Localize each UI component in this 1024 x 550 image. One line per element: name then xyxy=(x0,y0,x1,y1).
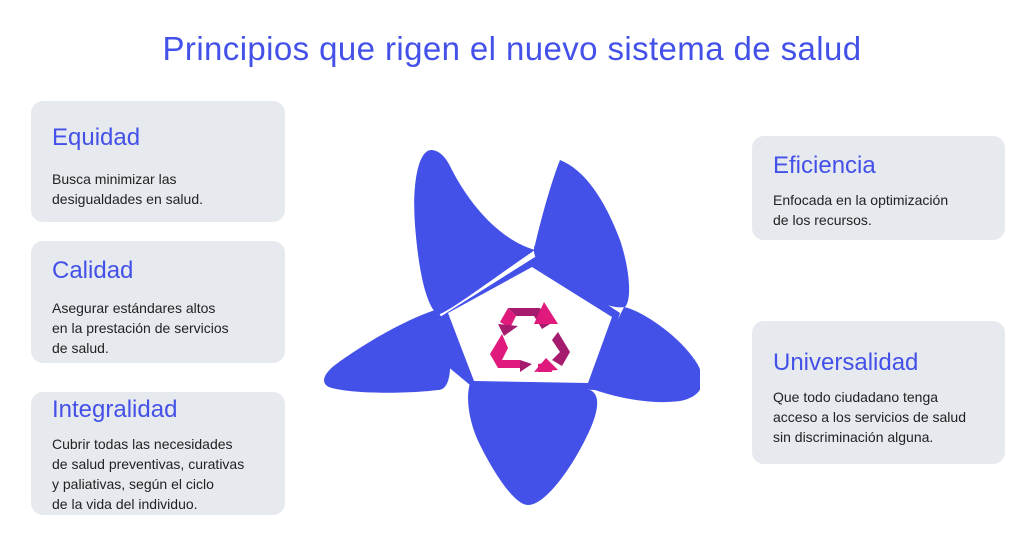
principle-card-equidad: Equidad Busca minimizar las desigualdade… xyxy=(31,101,285,222)
principle-description: Enfocada en la optimización de los recur… xyxy=(773,192,949,228)
principle-title: Universalidad xyxy=(773,349,919,376)
principle-description: Que todo ciudadano tenga acceso a los se… xyxy=(773,389,966,445)
principle-title: Integralidad xyxy=(52,396,178,423)
principle-description: Asegurar estándares altos en la prestaci… xyxy=(52,300,229,356)
principle-description: Cubrir todas las necesidades de salud pr… xyxy=(52,436,245,512)
star-petal xyxy=(324,310,451,393)
star-petal xyxy=(533,160,630,308)
principle-card-universalidad: Universalidad Que todo ciudadano tenga a… xyxy=(752,321,1005,464)
star-center xyxy=(448,267,612,383)
principle-title: Equidad xyxy=(52,124,141,151)
recycle-icon xyxy=(490,302,570,372)
principle-description: Busca minimizar las desigualdades en sal… xyxy=(52,171,204,207)
principle-title: Calidad xyxy=(52,257,134,284)
star-shape xyxy=(324,149,700,505)
star-petal xyxy=(414,149,535,315)
principle-card-integralidad: Integralidad Cubrir todas las necesidade… xyxy=(31,392,285,515)
star-petal xyxy=(594,307,700,403)
principle-card-calidad: Calidad Asegurar estándares altos en la … xyxy=(31,241,285,363)
page-title: Principios que rigen el nuevo sistema de… xyxy=(162,30,862,67)
star-petal xyxy=(468,382,598,505)
principle-title: Eficiencia xyxy=(773,152,876,179)
principle-card-eficiencia: Eficiencia Enfocada en la optimización d… xyxy=(752,136,1005,240)
